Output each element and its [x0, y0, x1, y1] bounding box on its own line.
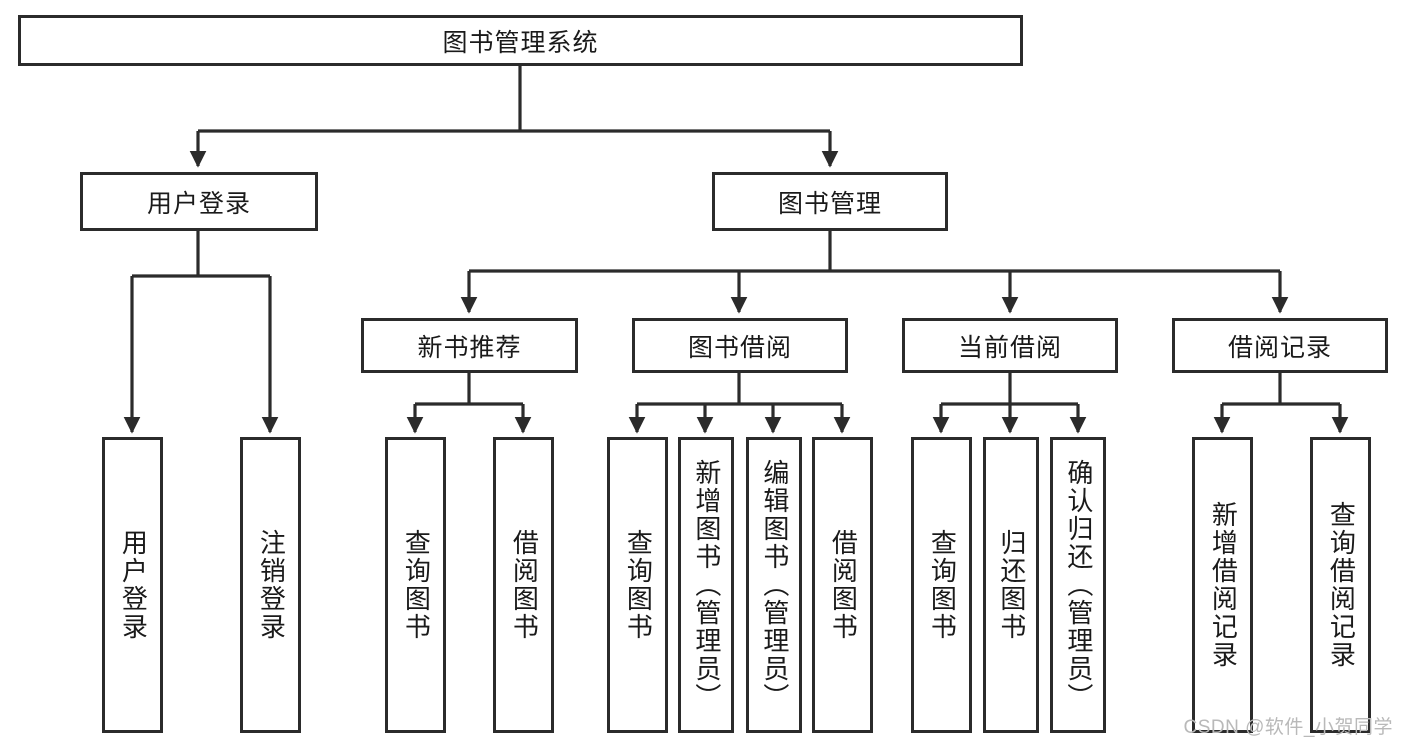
node-borrow-records[interactable]: 借阅记录 [1172, 318, 1388, 373]
leaf-borrow-query-label: 查询图书 [623, 529, 654, 641]
node-new-book-recommend[interactable]: 新书推荐 [361, 318, 578, 373]
leaf-borrow-borrow-book-label: 借阅图书 [828, 529, 859, 641]
leaf-current-query[interactable]: 查询图书 [911, 437, 972, 733]
leaf-newbook-query-label: 查询图书 [401, 529, 432, 641]
leaf-current-confirm-return[interactable]: 确认归还（管理员） [1050, 437, 1106, 733]
leaf-current-confirm-return-label: 确认归还（管理员） [1063, 459, 1094, 711]
leaf-borrow-edit-book[interactable]: 编辑图书（管理员） [746, 437, 802, 733]
leaf-records-query-label: 查询借阅记录 [1326, 501, 1357, 669]
leaf-records-add[interactable]: 新增借阅记录 [1192, 437, 1253, 733]
leaf-newbook-borrow[interactable]: 借阅图书 [493, 437, 554, 733]
leaf-newbook-query[interactable]: 查询图书 [385, 437, 446, 733]
leaf-user-logout-label: 注销登录 [256, 529, 287, 641]
node-user-login[interactable]: 用户登录 [80, 172, 318, 231]
leaf-borrow-borrow-book[interactable]: 借阅图书 [812, 437, 873, 733]
leaf-borrow-add-book[interactable]: 新增图书（管理员） [678, 437, 734, 733]
leaf-borrow-query[interactable]: 查询图书 [607, 437, 668, 733]
node-book-borrow-label: 图书借阅 [687, 333, 792, 362]
leaf-records-add-label: 新增借阅记录 [1208, 501, 1239, 669]
leaf-user-login[interactable]: 用户登录 [102, 437, 163, 733]
leaf-borrow-edit-book-label: 编辑图书（管理员） [759, 459, 790, 711]
leaf-newbook-borrow-label: 借阅图书 [509, 529, 540, 641]
node-root-label: 图书管理系统 [442, 28, 599, 57]
leaf-current-return[interactable]: 归还图书 [983, 437, 1039, 733]
node-borrow-records-label: 借阅记录 [1227, 333, 1332, 362]
node-user-login-label: 用户登录 [146, 189, 251, 218]
leaf-current-return-label: 归还图书 [996, 529, 1027, 641]
leaf-borrow-add-book-label: 新增图书（管理员） [691, 459, 722, 711]
leaf-user-login-label: 用户登录 [118, 529, 149, 641]
leaf-user-logout[interactable]: 注销登录 [240, 437, 301, 733]
csdn-watermark: CSDN @软件_小贺同学 [1183, 717, 1393, 738]
node-book-manage-label: 图书管理 [777, 189, 882, 218]
node-book-borrow[interactable]: 图书借阅 [632, 318, 848, 373]
node-current-borrow[interactable]: 当前借阅 [902, 318, 1118, 373]
leaf-current-query-label: 查询图书 [927, 529, 958, 641]
node-current-borrow-label: 当前借阅 [957, 333, 1062, 362]
leaf-records-query[interactable]: 查询借阅记录 [1310, 437, 1371, 733]
node-new-book-recommend-label: 新书推荐 [417, 333, 522, 362]
node-root[interactable]: 图书管理系统 [18, 15, 1023, 66]
node-book-manage[interactable]: 图书管理 [712, 172, 948, 231]
